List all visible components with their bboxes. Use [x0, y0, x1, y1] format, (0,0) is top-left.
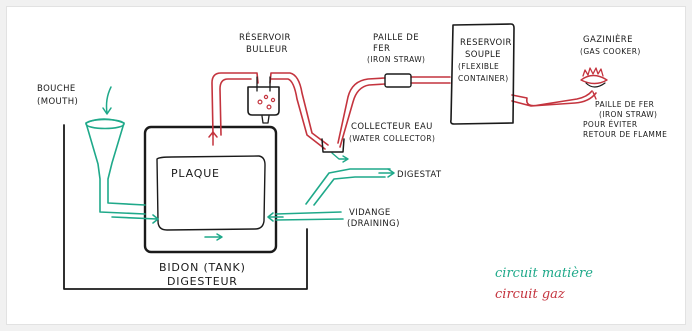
tank-label-1: BIDON (TANK) [159, 261, 246, 274]
gas-pipe-collector-to-straw [337, 77, 386, 148]
digestate-label: DIGESTAT [397, 170, 442, 180]
iron-straw-label-2: FER [373, 44, 390, 54]
flame-straw-label-4: RETOUR DE FLAMME [583, 130, 667, 139]
mouth-funnel [85, 118, 146, 215]
gas-pipe-bubbler-to-collector [269, 72, 329, 150]
collector-label-1: COLLECTEUR EAU [351, 122, 433, 132]
cooker-straw-pointer [592, 91, 597, 100]
flame-straw-label-1: PAILLE DE FER [595, 100, 654, 109]
diagram-frame: BOUCHE (MOUTH) RÉSERVOIR BULLEUR PAILLE … [6, 6, 686, 325]
flow-arrow-bottom [204, 233, 223, 241]
mouth-label-1: BOUCHE [37, 84, 76, 94]
bubbler-tank [247, 86, 280, 116]
iron-straw-label-3: (IRON STRAW) [367, 55, 425, 64]
biogas-digester-diagram: BOUCHE (MOUTH) RÉSERVOIR BULLEUR PAILLE … [37, 23, 667, 302]
bubbler-neck [256, 76, 271, 124]
draining-pipe [267, 211, 344, 222]
water-collector [321, 138, 345, 153]
gas-pipe-tank-to-bubbler [211, 72, 259, 136]
flexible-container [450, 23, 515, 125]
gas-arrow-up [208, 131, 218, 146]
iron-straw [384, 73, 412, 88]
digestate-pipe [305, 168, 391, 206]
bubbler-label-2: BULLEUR [246, 45, 288, 55]
mouth-label-2: (MOUTH) [37, 97, 78, 107]
plate [156, 155, 266, 231]
digester-tank [143, 125, 278, 254]
legend-matter: circuit matière [495, 266, 593, 281]
legend-gas: circuit gaz [495, 287, 565, 302]
bubble [270, 97, 276, 103]
draining-label-1: VIDANGE [349, 208, 391, 218]
bubble [257, 99, 263, 105]
input-arrow [111, 214, 159, 224]
cooker-label-1: GAZINIÈRE [583, 33, 633, 45]
mouth-funnel-rim [85, 118, 125, 130]
flame-straw-label-2: (IRON STRAW) [599, 110, 657, 119]
cooker-label-2: (GAS COOKER) [580, 47, 641, 56]
flame-straw-label-3: POUR ÉVITER [583, 120, 638, 129]
bubble [266, 104, 272, 110]
outer-pit-outline [63, 124, 308, 290]
digestate-arrow [378, 168, 395, 178]
iron-straw-label-1: PAILLE DE [373, 33, 419, 43]
flexible-label-1: RESERVOIR [460, 38, 512, 48]
bubble [263, 94, 269, 100]
collector-label-2: (WATER COLLECTOR) [349, 134, 435, 143]
draining-label-2: (DRAINING) [347, 219, 400, 229]
flexible-label-2: SOUPLE [465, 50, 501, 60]
flexible-label-3: (FLEXIBLE [458, 62, 499, 71]
flexible-label-4: CONTAINER) [458, 74, 509, 83]
gas-cooker-icon [580, 67, 608, 88]
collector-outlet [331, 152, 349, 163]
mouth-arrow [102, 86, 112, 115]
bubbler-label-1: RÉSERVOIR [239, 31, 291, 43]
gas-pipe-flexible-to-cooker [511, 90, 597, 107]
plate-label: PLAQUE [171, 167, 220, 180]
tank-label-2: DIGESTEUR [167, 275, 238, 288]
gas-pipe-straw-to-flexible [410, 76, 451, 84]
